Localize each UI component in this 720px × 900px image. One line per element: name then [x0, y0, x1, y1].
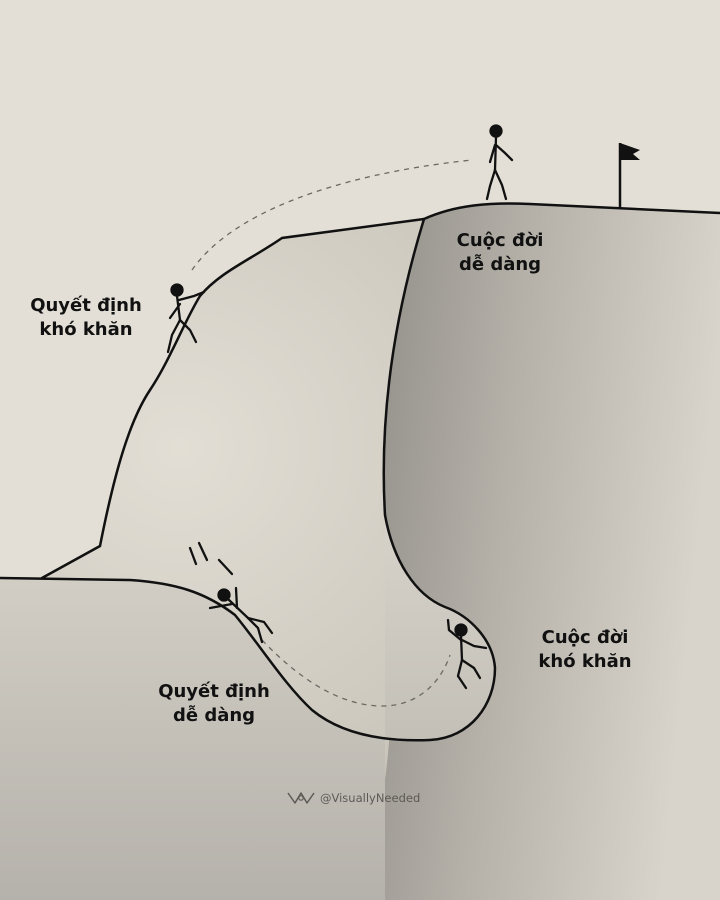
label-hard-life: Cuộc đời khó khăn — [520, 626, 650, 674]
watermark-handle: @VisuallyNeeded — [320, 791, 421, 805]
label-line: dễ dàng — [458, 254, 542, 275]
label-line: khó khăn — [39, 319, 133, 340]
hill-outline — [40, 217, 426, 580]
left-ground — [0, 515, 495, 900]
visually-needed-logo-icon — [287, 792, 315, 804]
label-line: Cuộc đời — [541, 627, 629, 648]
label-easy-life: Cuộc đời dễ dàng — [440, 229, 560, 277]
climbing-figure-icon — [166, 283, 206, 354]
plateau-outline — [422, 202, 720, 221]
watermark: @VisuallyNeeded — [286, 790, 420, 806]
sliding-figure-icon — [188, 541, 274, 644]
walking-figure-icon — [485, 124, 514, 201]
label-line: khó khăn — [538, 651, 632, 672]
dashed-path-lower — [261, 639, 451, 707]
valley-outline — [0, 217, 497, 742]
flag-icon — [618, 143, 640, 208]
label-line: Cuộc đời — [456, 230, 544, 251]
dashed-path-upper — [191, 159, 473, 271]
label-easy-decision: Quyết định dễ dàng — [148, 680, 280, 728]
stuck-figure-icon — [446, 618, 488, 690]
label-line: Quyết định — [30, 295, 142, 316]
label-line: Quyết định — [158, 681, 270, 702]
label-hard-decision: Quyết định khó khăn — [22, 294, 150, 342]
label-line: dễ dàng — [172, 705, 256, 726]
